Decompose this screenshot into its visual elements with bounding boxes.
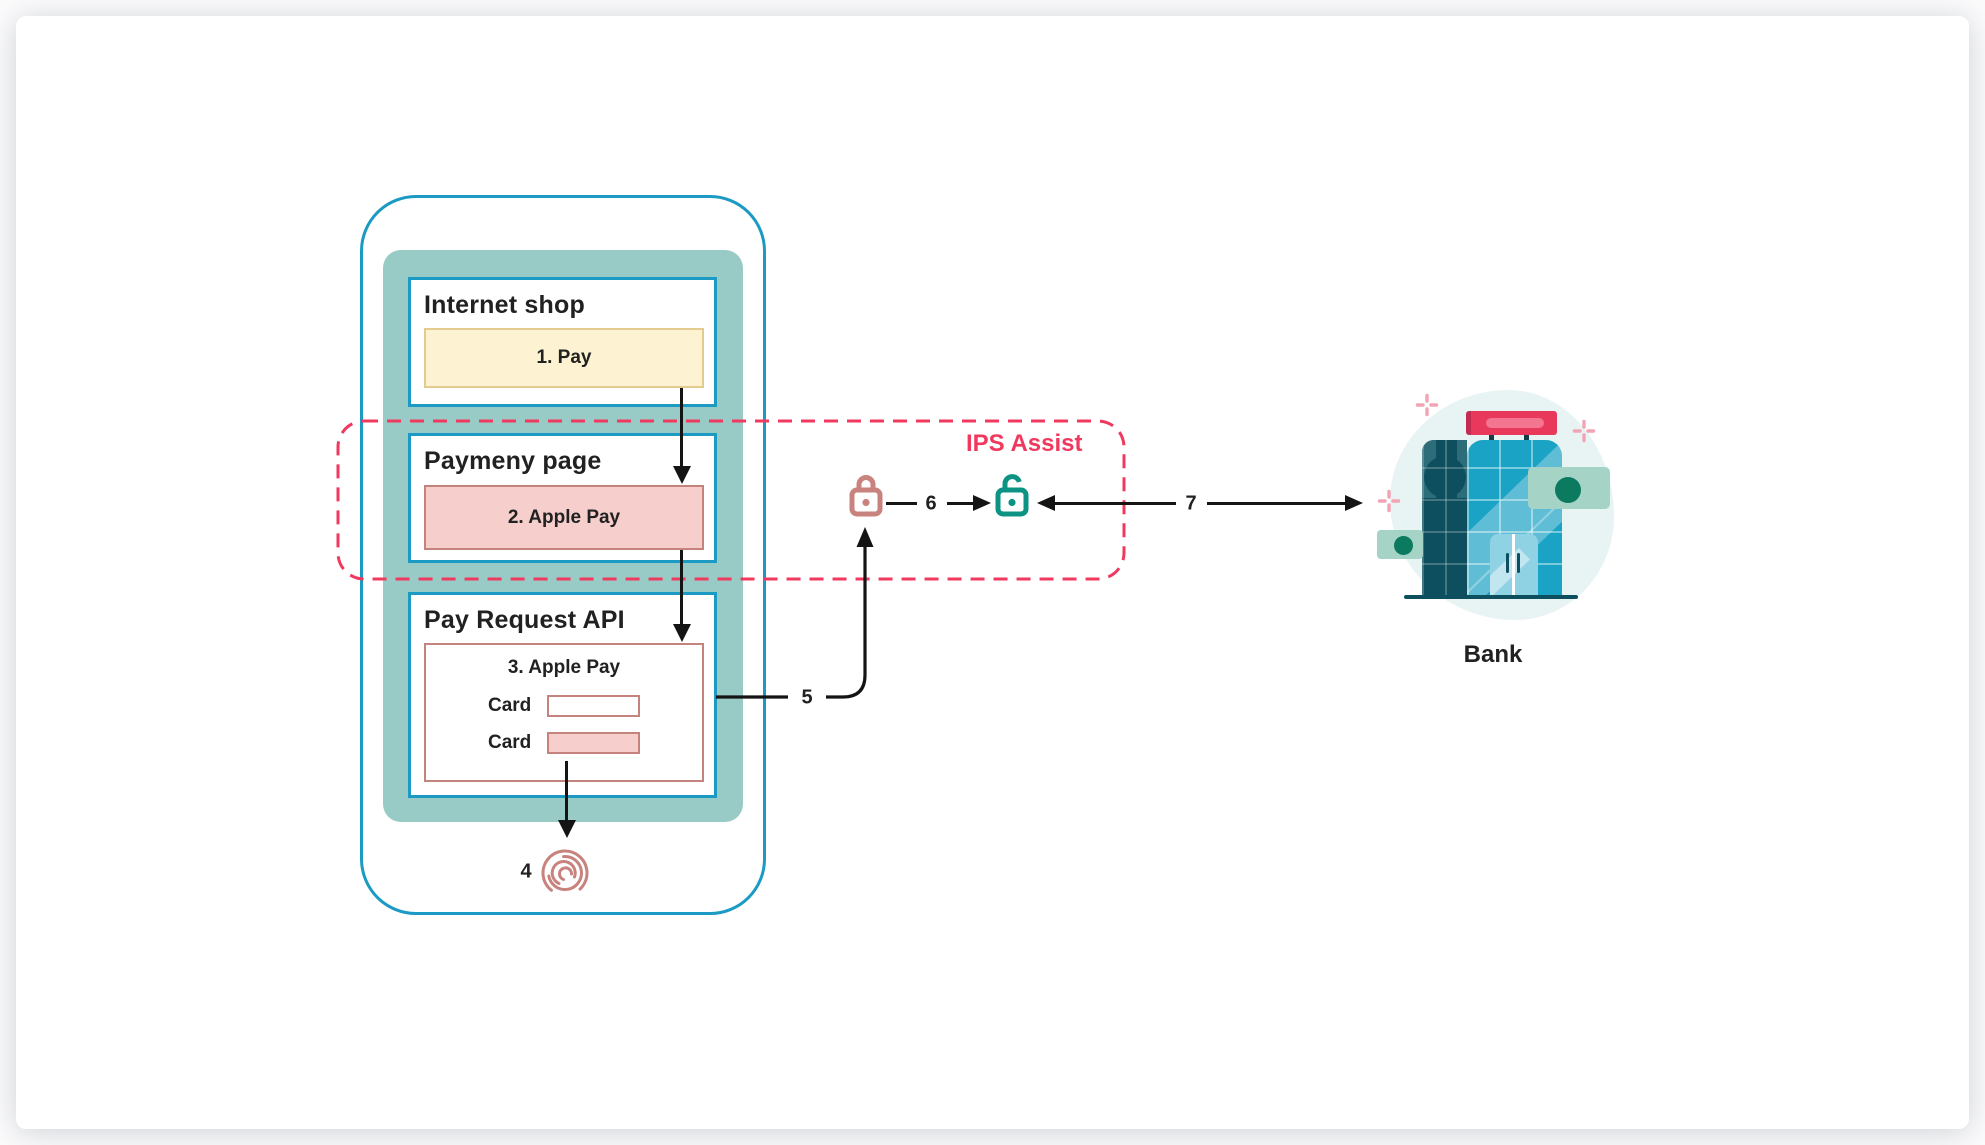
bank-awning-right (1528, 467, 1610, 509)
payment-page-box: Paymeny page 2. Apple Pay (408, 433, 717, 563)
step-7-number: 7 (1185, 492, 1197, 515)
bank-awning-left (1377, 530, 1423, 559)
bank-ground-line (1404, 595, 1578, 599)
page-background (16, 16, 1969, 1129)
apple-pay-button: 2. Apple Pay (424, 485, 704, 550)
sparkle-icon (1572, 419, 1596, 443)
arrow-step2-line (680, 550, 683, 624)
arrow-step6-line (947, 502, 973, 505)
apple-pay-sheet-title: 3. Apple Pay (507, 657, 621, 678)
ips-assist-boundary (336, 419, 1126, 581)
arrow-step4-line (565, 761, 568, 820)
arrow-step7-head-right (1345, 495, 1363, 511)
bank-door (1490, 534, 1538, 597)
fingerprint-icon (536, 844, 594, 902)
arrow-step2-head (673, 624, 691, 642)
arrow-step4-head (558, 820, 576, 838)
bank-label: Bank (1463, 641, 1523, 668)
locked-padlock-icon (848, 469, 884, 519)
pay-request-api-box: Pay Request API 3. Apple Pay Card Card (408, 592, 717, 798)
bank-sign-leg (1524, 434, 1529, 444)
ips-assist-label: IPS Assist (966, 430, 1083, 457)
card-label: Card (488, 695, 532, 716)
card-label: Card (488, 732, 532, 753)
step-5-number: 5 (801, 686, 813, 709)
arrow-step1-line (680, 388, 683, 466)
internet-shop-title: Internet shop (424, 291, 585, 319)
step-4-number: 4 (520, 860, 532, 883)
arrow-step1-head (673, 466, 691, 484)
arrow-step5-connector (716, 527, 874, 699)
card-number-field-filled (547, 732, 640, 754)
bank-roof-sign (1466, 411, 1557, 435)
card-row: Card (488, 732, 640, 754)
coin-dot (1394, 536, 1413, 555)
bank-glass-building (1467, 440, 1562, 597)
unlocked-padlock-icon (994, 469, 1030, 519)
arrow-step6-head (973, 495, 991, 511)
coin-dot (1555, 477, 1581, 503)
sparkle-icon (1377, 489, 1401, 513)
card-row: Card (488, 695, 640, 717)
pay-request-api-title: Pay Request API (424, 606, 625, 634)
arrow-step7-line (1207, 502, 1345, 505)
arrow-step6-line (886, 502, 917, 505)
arrow-step7-head-left (1037, 495, 1055, 511)
arrow-step7-line (1055, 502, 1176, 505)
internet-shop-box: Internet shop 1. Pay (408, 277, 717, 407)
apple-pay-sheet: 3. Apple Pay Card Card (424, 643, 704, 782)
step-6-number: 6 (925, 492, 937, 515)
sparkle-icon (1415, 393, 1439, 417)
card-number-field (547, 695, 640, 717)
bank-dark-tower (1422, 440, 1467, 597)
bank-roof-sign-text-pill (1486, 418, 1544, 428)
bank-sign-leg (1489, 434, 1494, 444)
payment-page-title: Paymeny page (424, 447, 602, 475)
pay-button: 1. Pay (424, 328, 704, 388)
